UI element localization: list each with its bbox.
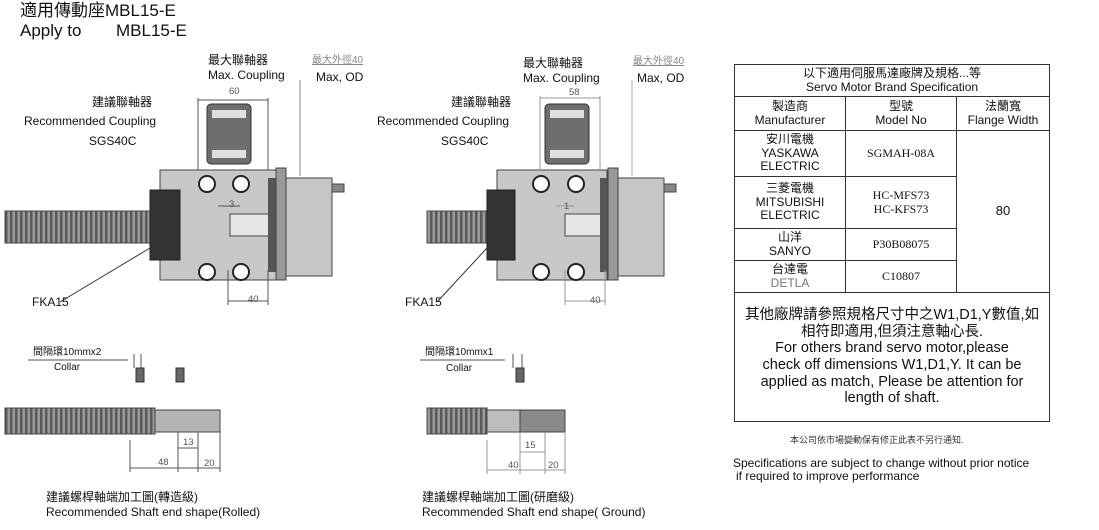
maker-zh: 台達電 [771, 262, 808, 277]
title-zh: 適用傳動座MBL15-E [20, 1, 176, 20]
right-collar-drawing [420, 354, 525, 383]
right-shaft-drawing [426, 407, 566, 474]
left-collar-label-zh: 間隔環10mmx2 [33, 347, 102, 358]
right-max-od-en: Max, OD [637, 71, 685, 85]
maker-zh: 三菱電機 [765, 181, 814, 196]
right-support-label: FKA15 [405, 295, 442, 309]
left-max-od-en: Max, OD [316, 70, 364, 84]
model-value: HC-MFS73 HC-KFS73 [872, 188, 930, 216]
left-dim-bottom: 40 [248, 294, 259, 305]
header-flange-width: 法蘭寬 Flange Width [956, 96, 1050, 131]
right-max-od-zh: 最大外徑40 [633, 56, 685, 67]
maker-en: MITSUBISHI ELECTRIC [755, 194, 825, 223]
maker-en: YASKAWA ELECTRIC [760, 145, 820, 174]
left-shaft-caption-en: Recommended Shaft end shape(Rolled) [46, 505, 261, 519]
model-cell: HC-MFS73 HC-KFS73 [845, 176, 957, 229]
right-max-coupling-en: Max. Coupling [523, 71, 600, 85]
left-assembly-view [4, 80, 345, 305]
right-collar-label-en: Collar [446, 363, 473, 374]
table-row: 山洋 SANYO P30B08075 [734, 228, 1050, 261]
left-rec-coupling-en: Recommended Coupling [24, 114, 157, 128]
left-rec-coupling-model: SGS40C [89, 134, 137, 148]
header-manufacturer-zh: 製造商 [771, 99, 808, 114]
footer-note-zh: 本公司依市場變動保有修正此表不另行通知. [790, 435, 964, 445]
right-rec-coupling-zh: 建議聯軸器 [451, 95, 512, 109]
left-support-label: FKA15 [32, 295, 69, 309]
right-dim-bottom: 40 [590, 295, 601, 306]
maker-zh: 山洋 [777, 230, 802, 245]
left-shaft-drawing [4, 407, 221, 472]
spec-table-title: 以下適用伺服馬達廠牌及規格...等 Servo Motor Brand Spec… [734, 64, 1050, 97]
header-model-en: Model No [875, 112, 927, 127]
table-row: 安川電機 YASKAWA ELECTRIC SGMAH-08A 80 [734, 130, 1050, 293]
right-shaft-caption-en: Recommended Shaft end shape( Ground) [422, 505, 646, 519]
table-row: 三菱電機 MITSUBISHI ELECTRIC HC-MFS73 HC-KFS… [734, 176, 1050, 229]
right-max-coupling-zh: 最大聯軸器 [523, 56, 584, 70]
header-flange-en: Flange Width [967, 112, 1039, 127]
right-shaft-dim-20: 20 [548, 460, 559, 471]
maker-cell: 三菱電機 MITSUBISHI ELECTRIC [734, 176, 846, 229]
left-max-coupling-zh: 最大聯軸器 [208, 53, 269, 67]
left-shaft-dim-20: 20 [204, 458, 215, 469]
right-dim-gap: 1 [564, 201, 570, 212]
maker-en: DETLA [770, 275, 810, 290]
model-cell: C10807 [845, 260, 957, 293]
model-cell: P30B08075 [845, 228, 957, 261]
model-cell: SGMAH-08A [845, 130, 957, 177]
right-assembly-view [426, 80, 677, 305]
left-rec-coupling-zh: 建議聯軸器 [92, 95, 153, 109]
footer-note-en-2: if required to improve performance [736, 469, 920, 483]
left-dim-top: 60 [229, 86, 240, 97]
header-model-zh: 型號 [888, 99, 913, 114]
left-shaft-caption-zh: 建議螺桿軸端加工圖(轉造級) [46, 490, 198, 504]
left-max-od-zh: 最大外徑40 [312, 55, 364, 66]
note-en: For others brand servo motor,please chec… [760, 340, 1024, 407]
table-row: 台達電 DETLA C10807 [734, 260, 1050, 293]
right-shaft-caption-zh: 建議螺桿軸端加工圖(研磨級) [422, 490, 574, 504]
header-manufacturer-en: Manufacturer [754, 112, 826, 127]
maker-cell: 山洋 SANYO [734, 228, 846, 261]
maker-zh: 安川電機 [765, 132, 814, 147]
right-collar-label-zh: 間隔環10mmx1 [425, 347, 494, 358]
maker-cell: 台達電 DETLA [734, 260, 846, 293]
servo-motor-spec-table: 以下適用伺服馬達廠牌及規格...等 Servo Motor Brand Spec… [734, 64, 1050, 422]
compatibility-note: 其他廠牌請參照規格尺寸中之W1,D1,Y數值,如相符即適用,但須注意軸心長. F… [734, 292, 1050, 422]
left-shaft-dim-13: 13 [183, 437, 194, 448]
spec-title-zh: 以下適用伺服馬達廠牌及規格...等 [802, 66, 981, 81]
right-dim-top: 58 [569, 87, 580, 98]
title-en-model: MBL15-E [116, 21, 187, 40]
flange-width-cell: 80 [956, 130, 1050, 293]
left-shaft-dim-48: 48 [158, 457, 169, 468]
right-shaft-dim-15: 15 [525, 440, 536, 451]
header-flange-zh: 法蘭寬 [984, 99, 1021, 114]
left-max-coupling-en: Max. Coupling [208, 68, 285, 82]
header-model-no: 型號 Model No [845, 96, 957, 131]
left-collar-drawing [28, 354, 185, 383]
right-shaft-dim-40: 40 [508, 460, 519, 471]
header-manufacturer: 製造商 Manufacturer [734, 96, 846, 131]
right-rec-coupling-model: SGS40C [441, 134, 489, 148]
left-collar-label-en: Collar [54, 362, 81, 373]
maker-en: SANYO [768, 243, 811, 258]
right-rec-coupling-en: Recommended Coupling [377, 114, 510, 128]
footer-note-en-1: Specifications are subject to change wit… [733, 456, 1030, 470]
spec-title-en: Servo Motor Brand Specification [805, 79, 979, 94]
maker-cell: 安川電機 YASKAWA ELECTRIC [734, 130, 846, 177]
left-dim-gap: 3 [229, 199, 235, 210]
note-zh: 其他廠牌請參照規格尺寸中之W1,D1,Y數值,如相符即適用,但須注意軸心長. [744, 307, 1040, 340]
title-en-prefix: Apply to [20, 21, 82, 40]
table-note-row: 其他廠牌請參照規格尺寸中之W1,D1,Y數值,如相符即適用,但須注意軸心長. F… [734, 292, 1050, 422]
